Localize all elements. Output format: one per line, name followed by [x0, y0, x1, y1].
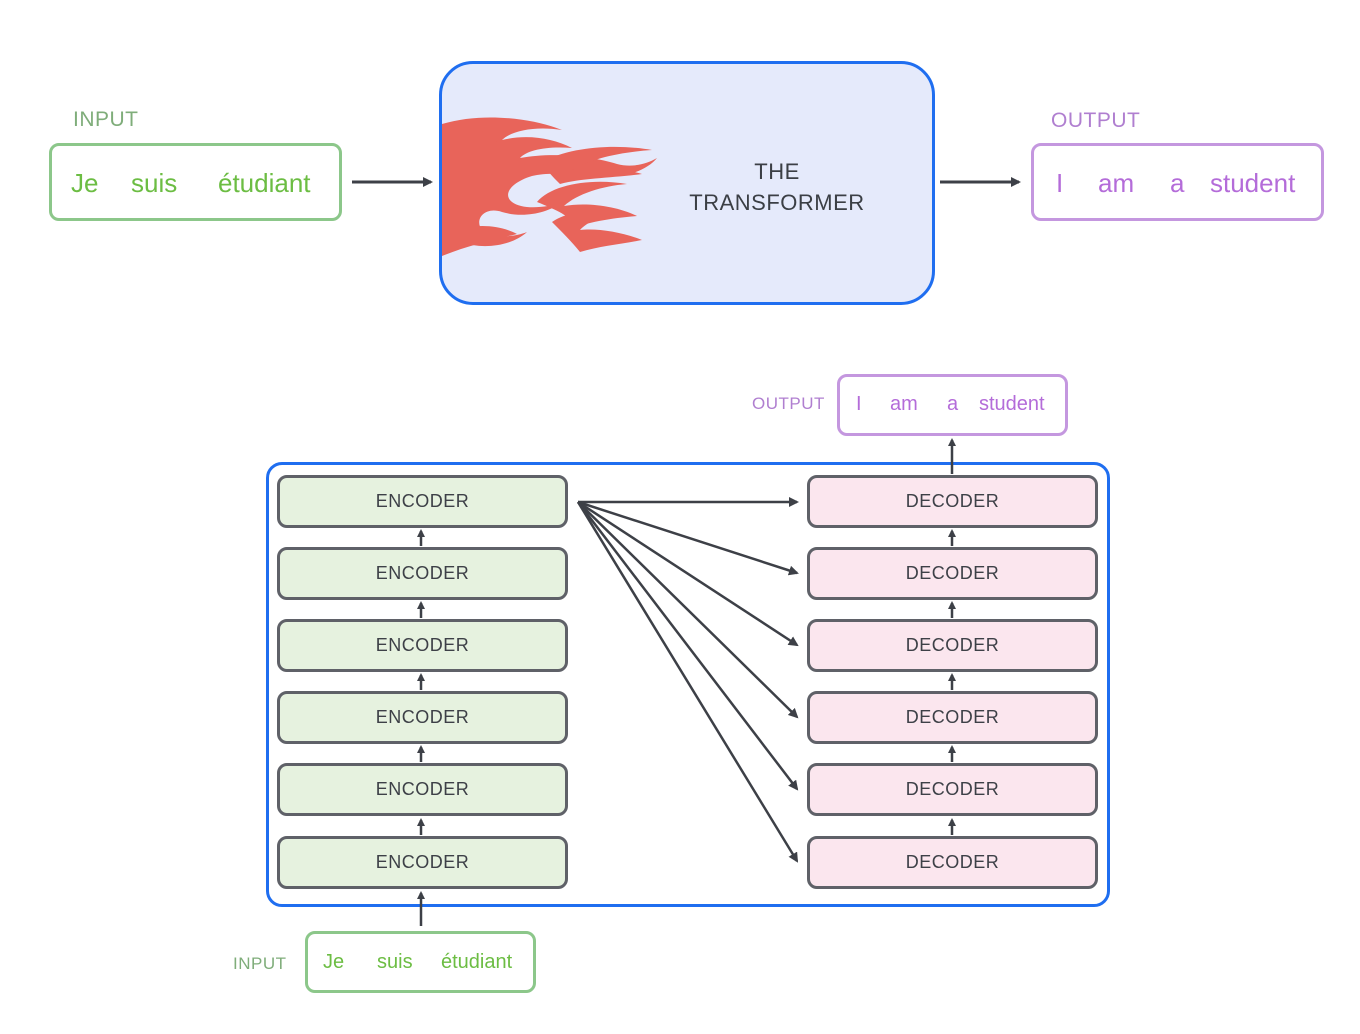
top-input-label: INPUT: [73, 108, 139, 131]
top-output-box: I am a student: [1031, 143, 1324, 221]
transformer-title-line1: THE: [754, 159, 800, 184]
bottom-output-word: am: [890, 393, 918, 415]
bottom-output-box: I am a student: [837, 374, 1068, 436]
bottom-input-label: INPUT: [233, 954, 287, 973]
bottom-output-word: a: [947, 393, 959, 415]
bottom-input-word: étudiant: [441, 951, 513, 973]
bottom-input-box: Je suis étudiant: [305, 931, 536, 993]
decoder-block: DECODER: [807, 547, 1098, 600]
bottom-output-label: OUTPUT: [752, 394, 825, 413]
top-output-word: I: [1056, 168, 1064, 198]
top-input-word: suis: [131, 168, 178, 198]
decoder-block: DECODER: [807, 619, 1098, 672]
encoder-block: ENCODER: [277, 691, 568, 744]
top-input-box: Je suis étudiant: [49, 143, 342, 221]
flame-icon: [442, 117, 657, 256]
decoder-block: DECODER: [807, 691, 1098, 744]
bottom-output-word: I: [856, 393, 862, 415]
bottom-input-word: suis: [377, 951, 413, 973]
encoder-block: ENCODER: [277, 836, 568, 889]
encoder-block: ENCODER: [277, 619, 568, 672]
encoder-block: ENCODER: [277, 475, 568, 528]
decoder-block: DECODER: [807, 836, 1098, 889]
encoder-block: ENCODER: [277, 547, 568, 600]
decoder-block: DECODER: [807, 763, 1098, 816]
transformer-title-line2: TRANSFORMER: [689, 190, 865, 215]
top-input-word: Je: [71, 168, 99, 198]
top-output-word: am: [1098, 168, 1135, 198]
decoder-block: DECODER: [807, 475, 1098, 528]
top-input-word: étudiant: [218, 168, 311, 198]
bottom-input-word: Je: [323, 951, 345, 973]
bottom-output-word: student: [979, 393, 1045, 415]
top-output-word: a: [1170, 168, 1185, 198]
transformer-box: THE TRANSFORMER: [439, 61, 935, 305]
encoder-block: ENCODER: [277, 763, 568, 816]
top-output-word: student: [1210, 168, 1296, 198]
top-output-label: OUTPUT: [1051, 109, 1141, 132]
